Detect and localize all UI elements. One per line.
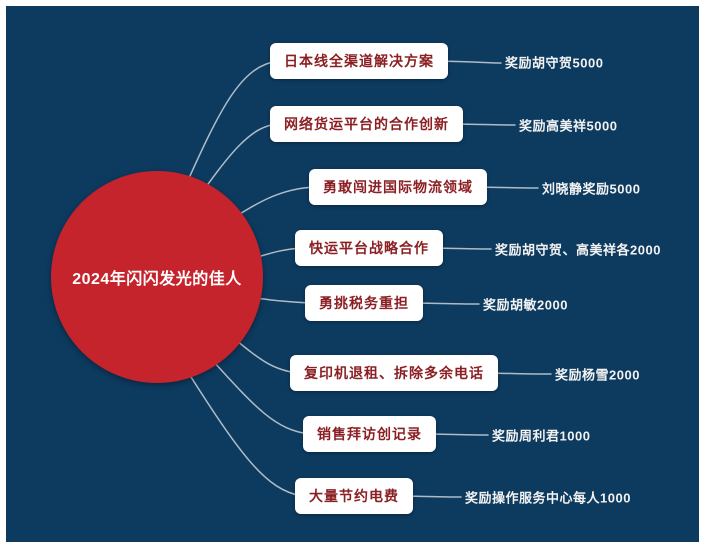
topic-node[interactable]: 大量节约电费 — [295, 478, 413, 514]
reward-node[interactable]: 奖励高美祥5000 — [519, 118, 618, 134]
topic-node[interactable]: 网络货运平台的合作创新 — [270, 106, 463, 142]
topic-node[interactable]: 勇敢闯进国际物流领域 — [309, 169, 487, 205]
connector-curve — [183, 365, 303, 497]
reward-node[interactable]: 奖励胡守贺5000 — [505, 55, 604, 71]
topic-node[interactable]: 勇挑税务重担 — [305, 285, 423, 321]
reward-node[interactable]: 奖励周利君1000 — [492, 428, 591, 444]
root-topic-node[interactable]: 2024年闪闪发光的佳人 — [51, 171, 263, 383]
reward-node[interactable]: 刘晓静奖励5000 — [542, 181, 641, 197]
topic-node[interactable]: 销售拜访创记录 — [303, 416, 436, 452]
topic-node[interactable]: 快运平台战略合作 — [295, 230, 443, 266]
connector-curve — [180, 60, 279, 197]
reward-node[interactable]: 奖励胡守贺、高美祥各2000 — [495, 242, 661, 258]
topic-node[interactable]: 日本线全渠道解决方案 — [270, 43, 448, 79]
reward-node[interactable]: 奖励杨雪2000 — [555, 367, 640, 383]
reward-node[interactable]: 奖励胡敏2000 — [483, 297, 568, 313]
connector-curve — [203, 350, 311, 435]
topic-node[interactable]: 复印机退租、拆除多余电话 — [290, 355, 498, 391]
reward-node[interactable]: 奖励操作服务中心每人1000 — [465, 490, 631, 506]
